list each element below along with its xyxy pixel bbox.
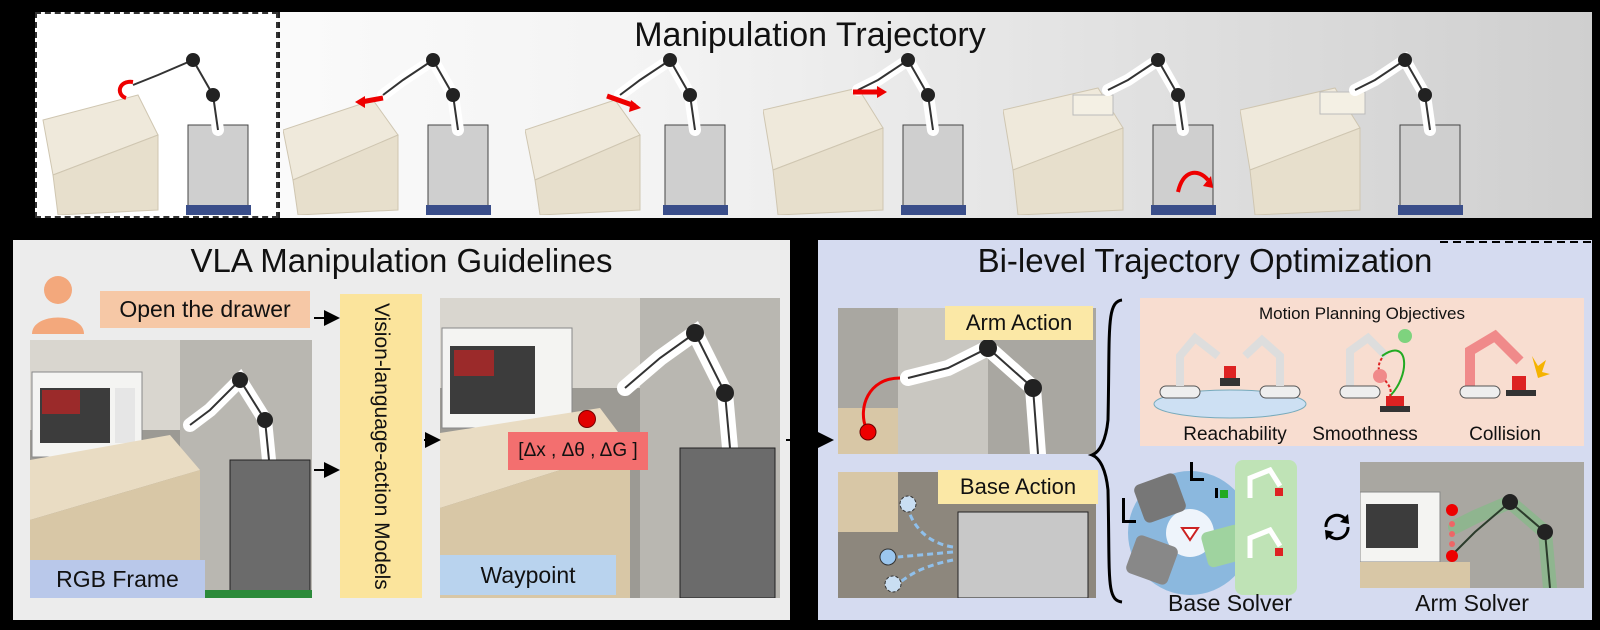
bilevel-optimization-title: Bi-level Trajectory Optimization — [977, 242, 1433, 279]
strip-divider — [278, 12, 280, 218]
rgb-frame-image — [30, 340, 312, 598]
trajectory-frame-6 — [1240, 51, 1463, 215]
trajectory-frame-3 — [525, 51, 728, 215]
objectives-title: Motion Planning Objectives — [1258, 304, 1465, 323]
objective-collision: Collision — [1469, 424, 1541, 445]
manipulation-trajectory-title: Manipulation Trajectory — [634, 16, 986, 54]
trajectory-frame-2 — [283, 51, 491, 215]
arm-action-label: Arm Action — [945, 306, 1093, 340]
vla-model-label: Vision-language-action Models — [370, 302, 393, 590]
instruction-text: Open the drawer — [100, 291, 310, 328]
vla-guidelines-title: VLA Manipulation Guidelines — [190, 242, 613, 279]
waypoint-label: Waypoint — [440, 555, 616, 595]
user-icon — [32, 276, 84, 334]
arm-action-image — [838, 308, 1096, 454]
base-solver-diagram — [1122, 460, 1297, 595]
arm-solver-label: Arm Solver — [1415, 590, 1529, 616]
base-solver-label: Base Solver — [1167, 590, 1292, 616]
arm-solver-image — [1360, 462, 1584, 588]
objective-smoothness: Smoothness — [1312, 424, 1418, 445]
trajectory-frame-5 — [1003, 51, 1216, 215]
objectives-illustration — [1153, 329, 1550, 419]
trajectory-frame-1 — [42, 52, 251, 215]
action-delta: [Δx , Δθ , ΔG ] — [508, 432, 648, 470]
vla-model-box — [340, 294, 422, 598]
cycle-icon — [1324, 513, 1350, 541]
rgb-frame-label: RGB Frame — [30, 560, 205, 598]
base-action-label: Base Action — [938, 470, 1098, 504]
trajectory-frame-4 — [763, 51, 966, 215]
motion-planning-objectives — [1140, 298, 1584, 446]
waypoint-marker — [578, 410, 596, 428]
objective-reachability: Reachability — [1183, 424, 1287, 445]
